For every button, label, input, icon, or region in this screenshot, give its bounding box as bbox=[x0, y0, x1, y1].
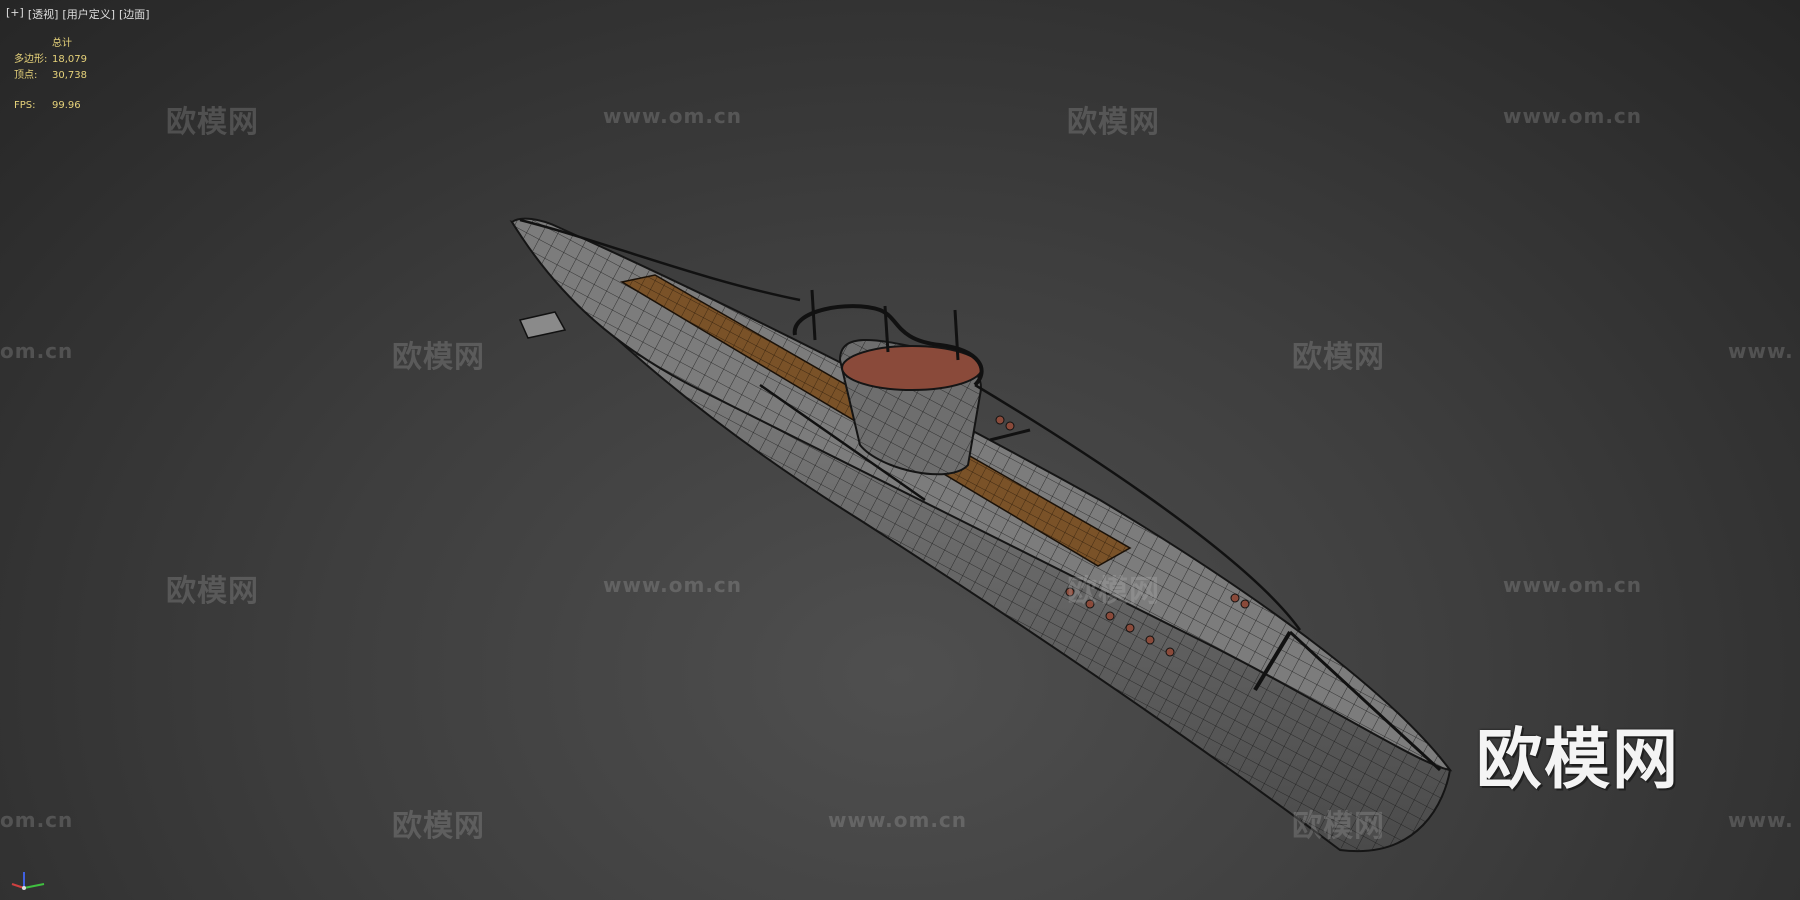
watermark-url-partial: om.cn bbox=[0, 808, 74, 832]
stats-polygons-value: 18,079 bbox=[52, 54, 87, 65]
watermark-text: 欧模网 bbox=[1067, 105, 1160, 140]
stats-polygons-row: 多边形: 18,079 bbox=[14, 52, 87, 68]
axis-origin bbox=[22, 886, 26, 890]
viewport-label-bar: [+] [透视] [用户定义] [边面] bbox=[6, 6, 150, 22]
viewport-statistics: 总计 多边形: 18,079 顶点: 30,738 FPS: 99.96 bbox=[14, 36, 87, 114]
viewport-display-menu[interactable]: [边面] bbox=[119, 8, 150, 21]
watermark-logo-large: 欧模网 bbox=[1476, 721, 1680, 798]
watermark-url-partial: www. bbox=[1728, 339, 1794, 363]
watermark-text: 欧模网 bbox=[1067, 574, 1160, 609]
axis-y-line bbox=[23, 883, 45, 889]
watermark-text: 欧模网 bbox=[1292, 809, 1385, 844]
viewport-shading-menu[interactable]: [用户定义] bbox=[62, 8, 115, 21]
viewport-view-menu[interactable]: [透视] bbox=[27, 8, 59, 21]
watermark-text: 欧模网 bbox=[392, 809, 485, 844]
axis-x-line bbox=[11, 883, 25, 889]
watermark-url: www.om.cn bbox=[603, 104, 743, 128]
watermark-text: 欧模网 bbox=[166, 105, 259, 140]
watermark-text: 欧模网 bbox=[166, 574, 259, 609]
watermark-text: 欧模网 bbox=[392, 340, 485, 375]
stats-polygons-label: 多边形: bbox=[14, 54, 48, 65]
watermark-url: www.om.cn bbox=[1503, 573, 1643, 597]
stats-fps-label: FPS: bbox=[14, 100, 36, 111]
stats-vertices-row: 顶点: 30,738 bbox=[14, 68, 87, 84]
viewport-plus-menu[interactable]: [+] bbox=[6, 6, 24, 19]
watermark-url-partial: om.cn bbox=[0, 339, 74, 363]
watermark-url: www.om.cn bbox=[1503, 104, 1643, 128]
stats-vertices-value: 30,738 bbox=[52, 70, 87, 81]
stats-fps-value: 99.96 bbox=[52, 100, 81, 111]
watermark-url: www.om.cn bbox=[828, 808, 968, 832]
watermark-url: www.om.cn bbox=[603, 573, 743, 597]
axis-gizmo bbox=[11, 872, 45, 890]
stats-vertices-label: 顶点: bbox=[14, 70, 38, 81]
watermark-url-partial: www. bbox=[1728, 808, 1794, 832]
stats-fps-row: FPS: 99.96 bbox=[14, 98, 87, 114]
stats-header: 总计 bbox=[52, 38, 72, 49]
watermark-text: 欧模网 bbox=[1292, 340, 1385, 375]
